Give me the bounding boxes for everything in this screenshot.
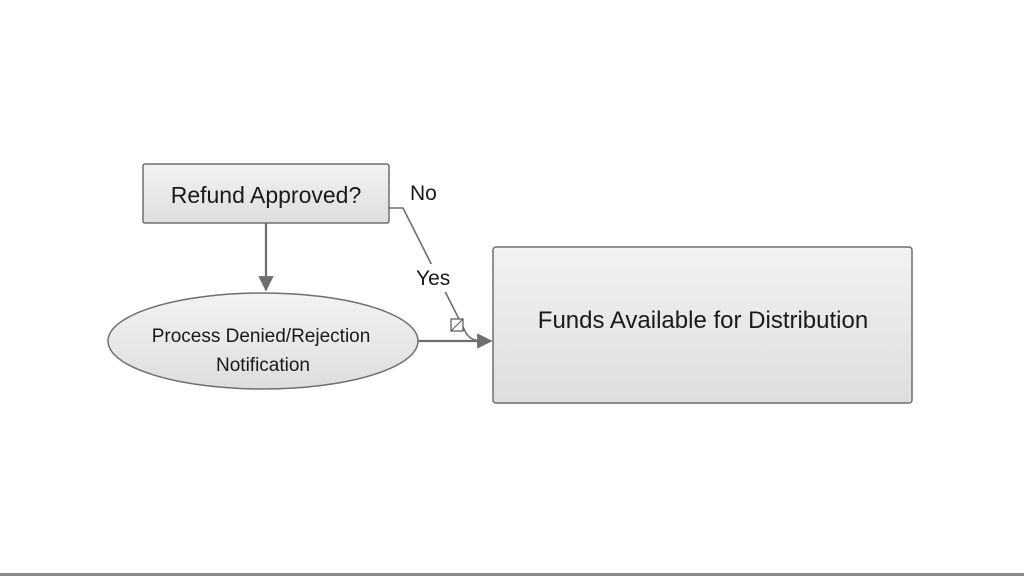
connector-handle-slash bbox=[450, 318, 464, 332]
rejection-label-line2: Notification bbox=[216, 355, 310, 376]
rejection-label-line1: Process Denied/Rejection bbox=[152, 326, 371, 347]
funds-node: Funds Available for Distribution bbox=[492, 246, 913, 404]
decision-label: Refund Approved? bbox=[171, 182, 362, 208]
funds-box bbox=[492, 246, 913, 404]
funds-label: Funds Available for Distribution bbox=[538, 307, 868, 334]
connector-decision-to-funds bbox=[389, 207, 481, 342]
bottom-divider bbox=[0, 573, 1024, 576]
no-label: No bbox=[410, 182, 437, 205]
rejection-node: Process Denied/Rejection Notification bbox=[107, 292, 419, 390]
decision-node: Refund Approved? bbox=[142, 163, 390, 224]
yes-label: Yes bbox=[416, 267, 450, 290]
yes-label-backdrop bbox=[414, 264, 460, 292]
